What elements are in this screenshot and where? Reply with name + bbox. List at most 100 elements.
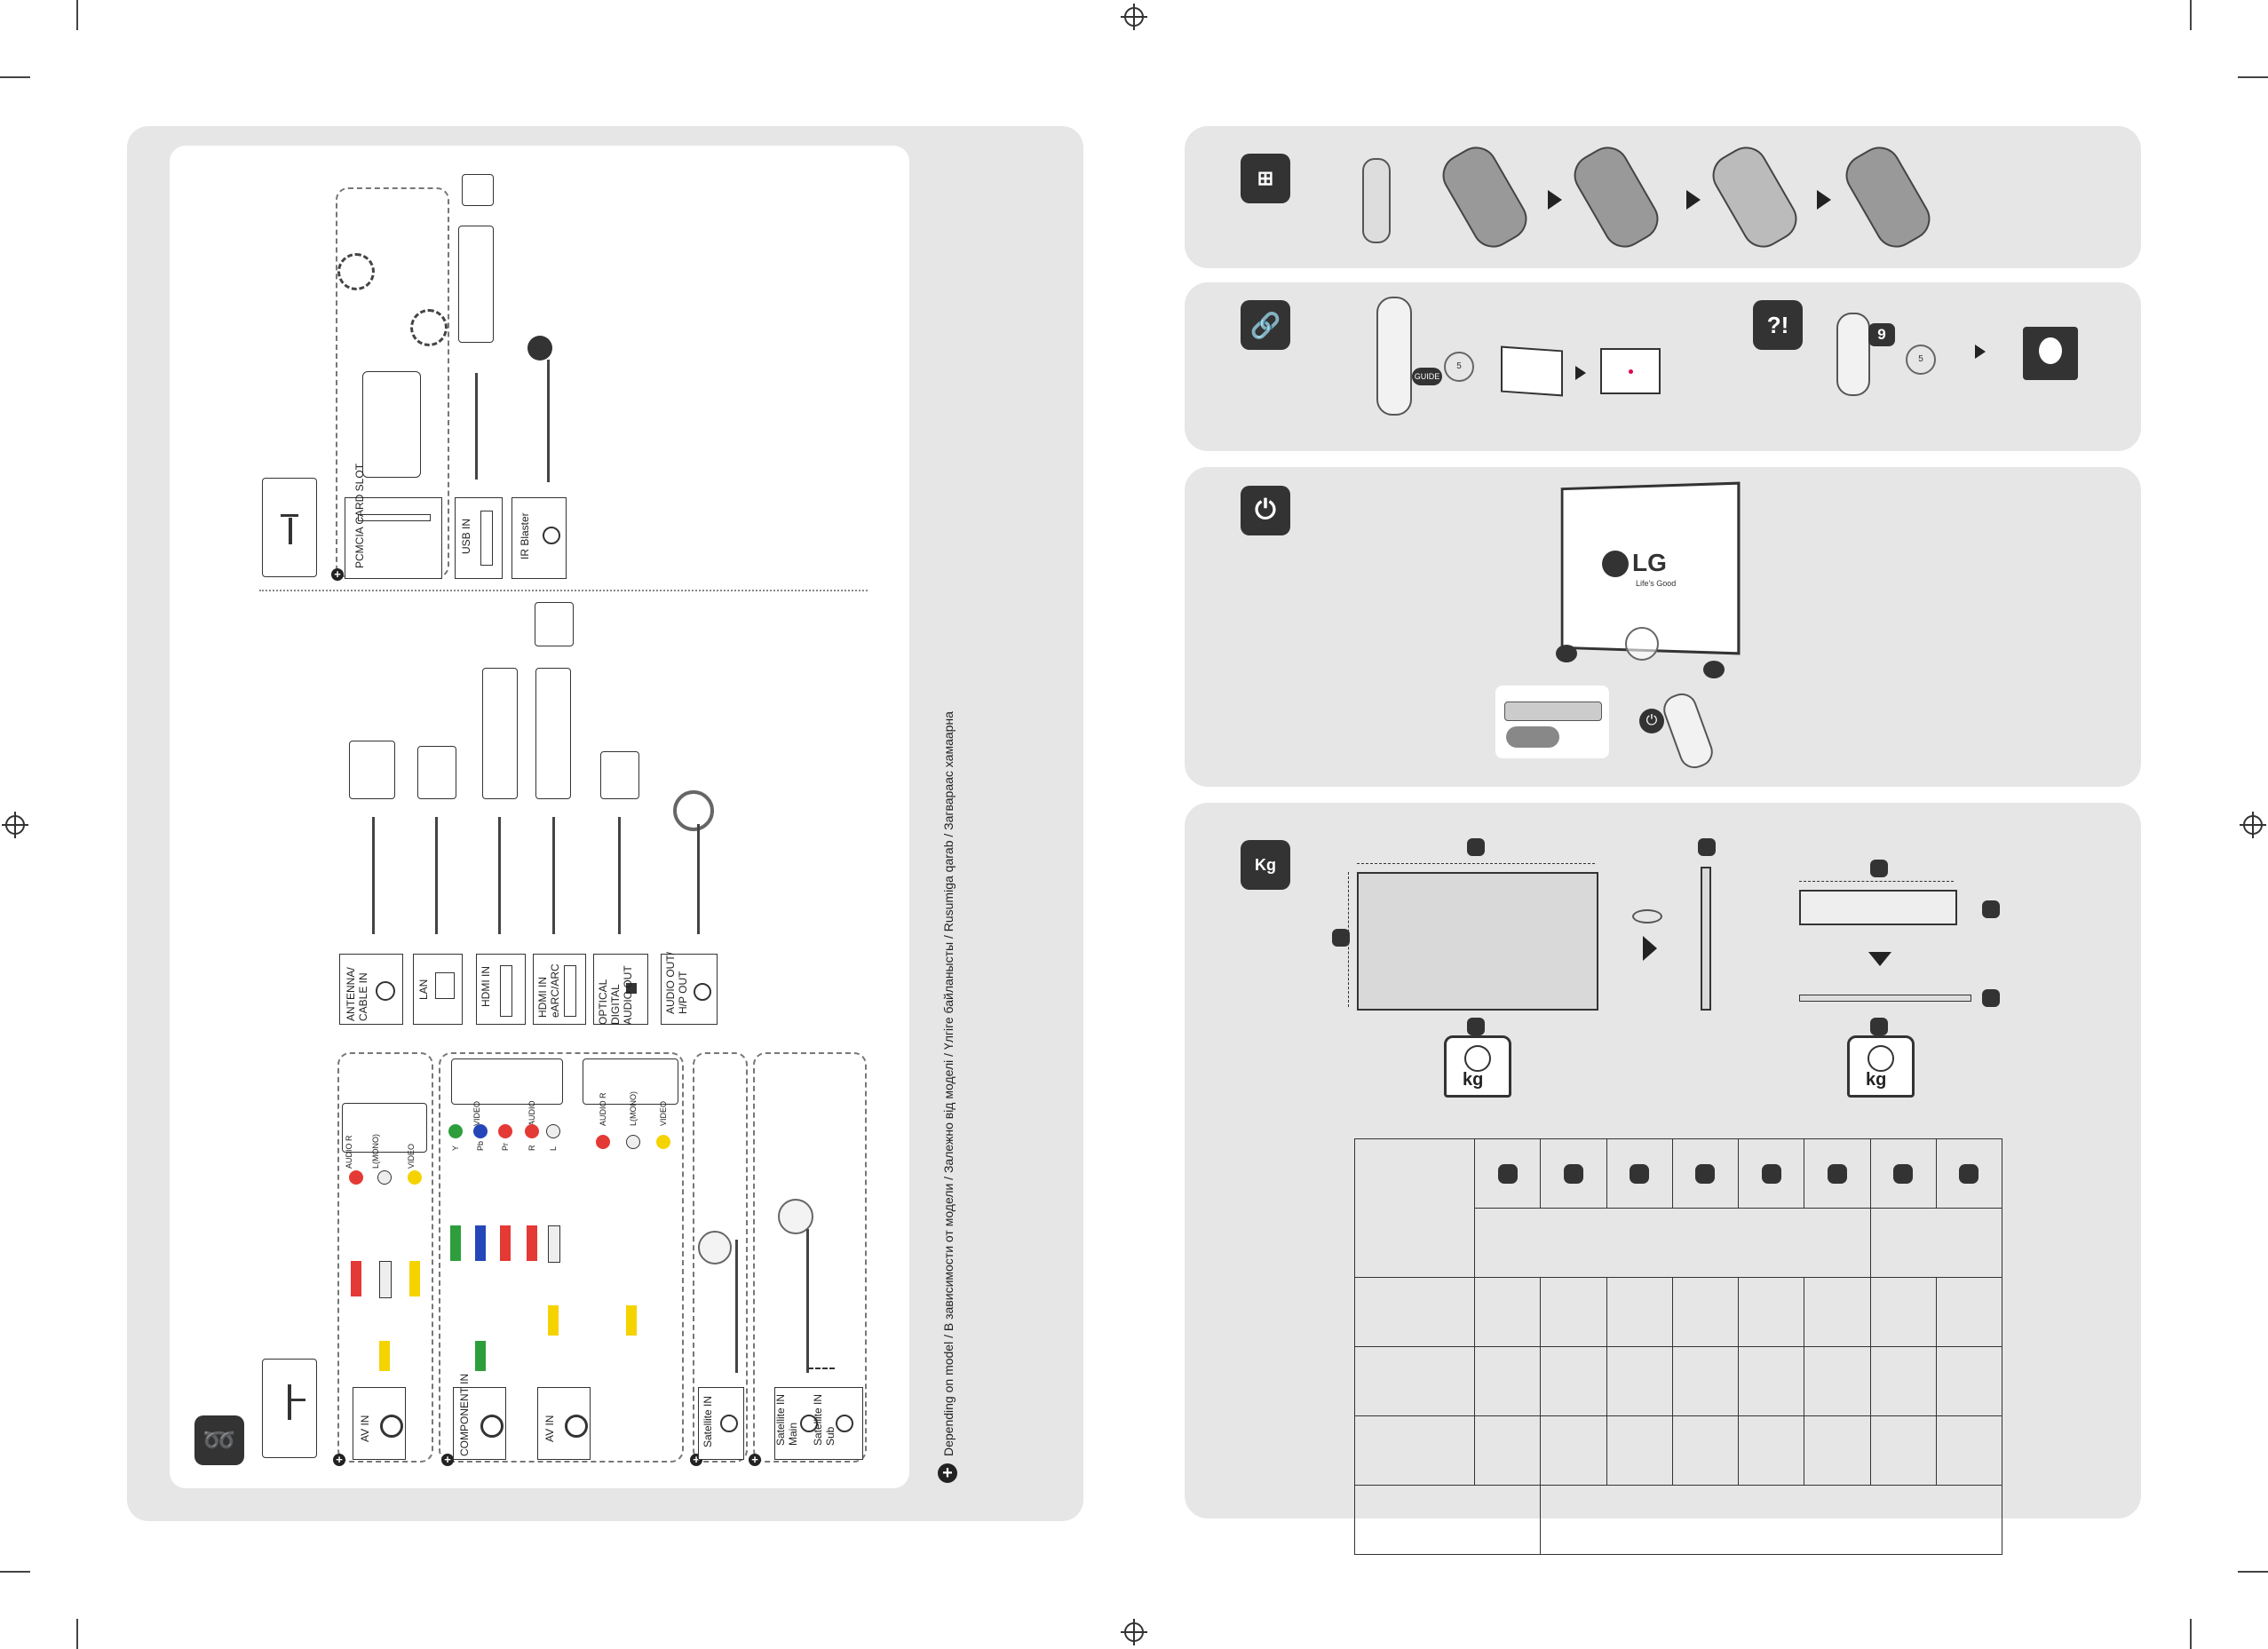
stand-weight-badge: [1870, 1018, 1888, 1035]
arrow-down-icon: [1868, 952, 1891, 966]
registration-mark: [1121, 4, 1147, 30]
component-group-label: AUDIO: [527, 1100, 536, 1126]
timer-icon: 5: [1444, 352, 1474, 382]
model-dependent-icon: +: [441, 1454, 454, 1466]
crop-mark: [2190, 0, 2192, 30]
av-in-port[interactable]: [353, 1387, 406, 1460]
table-header-cell: [1540, 1138, 1607, 1209]
av2-jack-label: L(MONO): [629, 1091, 638, 1126]
antenna-cable-in-port[interactable]: [339, 954, 403, 1025]
optical-label: OPTICAL DIGITAL AUDIO OUT: [597, 965, 634, 1025]
table-row: [1353, 1485, 2002, 1555]
arrow-right-icon: [1686, 190, 1701, 210]
red-plug: [527, 1225, 537, 1261]
connections-diagram: [170, 146, 909, 1488]
ir-blaster-cable: [547, 360, 550, 482]
hdmi-earc-port[interactable]: [533, 954, 586, 1025]
depth-badge: [1698, 838, 1716, 856]
table-header-cell: [1606, 1138, 1673, 1209]
red-jack: [498, 1124, 512, 1138]
usb-device-icon: [462, 174, 494, 206]
blue-plug: [475, 1225, 486, 1261]
weight-unit: kg: [1866, 1070, 1887, 1090]
satellite-in-label: Satellite IN: [702, 1395, 714, 1447]
yellow-plug: [379, 1341, 390, 1371]
tv-brand: LG: [1632, 549, 1667, 576]
tv-stand-left: [1556, 645, 1577, 662]
av-in-port-2[interactable]: [537, 1387, 591, 1460]
earc-device: [535, 668, 571, 799]
usb-in-port[interactable]: [455, 497, 503, 579]
yellow-plug: [548, 1305, 559, 1336]
ir-blaster-label: IR Blaster: [519, 512, 531, 559]
weight-badge: [1467, 1018, 1485, 1035]
power-icon: ⏻: [1241, 486, 1290, 535]
ir-blaster-port[interactable]: [511, 497, 567, 579]
crop-mark: [2238, 1571, 2268, 1573]
satellite-in-main-port[interactable]: [774, 1387, 863, 1460]
registration-mark: [2, 812, 28, 838]
power-button-closeup: [1495, 686, 1609, 758]
crop-mark: [76, 0, 78, 30]
tv-top-profile: [1799, 995, 1971, 1002]
hdmi-cable: [498, 817, 501, 934]
magic-remote-front: [1362, 158, 1391, 243]
width-badge: [1467, 838, 1485, 856]
yellow-plug: [626, 1305, 637, 1336]
audio-out-port[interactable]: [661, 954, 718, 1025]
table-header-cell: [1473, 1138, 1542, 1209]
magic-remote-support: [1836, 313, 1870, 396]
lan-label: LAN: [417, 979, 430, 1000]
green-plug: [450, 1225, 461, 1261]
headphone-cable: [697, 824, 700, 934]
component-jack-label: R: [527, 1145, 536, 1152]
component-in-port[interactable]: [453, 1387, 506, 1460]
model-dependent-icon: +: [333, 1454, 345, 1466]
tv-stand-right: [1703, 661, 1725, 678]
support-agent-icon: [2023, 327, 2078, 380]
tv-side-panel-bottom: [262, 1359, 317, 1458]
hdmi-in-port[interactable]: [476, 954, 526, 1025]
antenna-cable: [372, 817, 375, 934]
arrow-right-icon: [1643, 936, 1657, 961]
link-icon: 🔗: [1241, 300, 1290, 350]
earc-hdmi-cable: [552, 817, 555, 934]
tv-side-panel-top: [262, 478, 317, 577]
crop-mark: [76, 1619, 78, 1649]
component-jack-label: Pr: [501, 1143, 510, 1151]
tv-back-view: [1799, 890, 1957, 925]
blue-jack: [473, 1124, 488, 1138]
support-number-button[interactable]: 9: [1868, 323, 1895, 346]
height-badge: [1332, 929, 1350, 947]
table-subheader-cell: [1474, 1208, 1871, 1278]
av-jack-label: AUDIO R: [345, 1135, 353, 1169]
optical-audio-out-port[interactable]: [593, 954, 648, 1025]
dimensions-weight-table: [1353, 1138, 2003, 1555]
model-dependent-icon: +: [331, 568, 344, 581]
av-jack-label: VIDEO: [407, 1143, 416, 1169]
registration-mark: [1121, 1619, 1147, 1645]
width-dimension-line: [1357, 863, 1595, 864]
table-header-row: [1354, 1138, 2003, 1278]
power-button[interactable]: ⏻: [1639, 709, 1664, 733]
satellite-main-cable: [806, 1229, 809, 1373]
back-width-badge: [1870, 860, 1888, 877]
component-jack-label: Y: [451, 1145, 460, 1151]
av-in-label-2: AV IN: [543, 1415, 556, 1442]
table-header-cell: [1804, 1138, 1871, 1209]
component-device-2: [583, 1058, 678, 1105]
ci-card-highlight: [410, 309, 448, 346]
cable-icon: ➿: [194, 1415, 244, 1465]
lan-port[interactable]: [413, 954, 463, 1025]
yellow-plug: [409, 1261, 420, 1296]
component-jack-label: L: [549, 1146, 558, 1151]
pcmcia-port[interactable]: [345, 497, 442, 579]
tv-tagline: Life's Good: [1636, 579, 1677, 588]
back-width-line: [1799, 881, 1954, 882]
component-group-label: VIDEO: [472, 1100, 481, 1126]
timer-icon: 5: [1906, 345, 1936, 375]
satellite-in-port[interactable]: [698, 1387, 744, 1460]
pairing-section: [1185, 282, 2141, 451]
earc-device-icon: [535, 602, 574, 646]
guide-button[interactable]: GUIDE: [1412, 368, 1442, 385]
